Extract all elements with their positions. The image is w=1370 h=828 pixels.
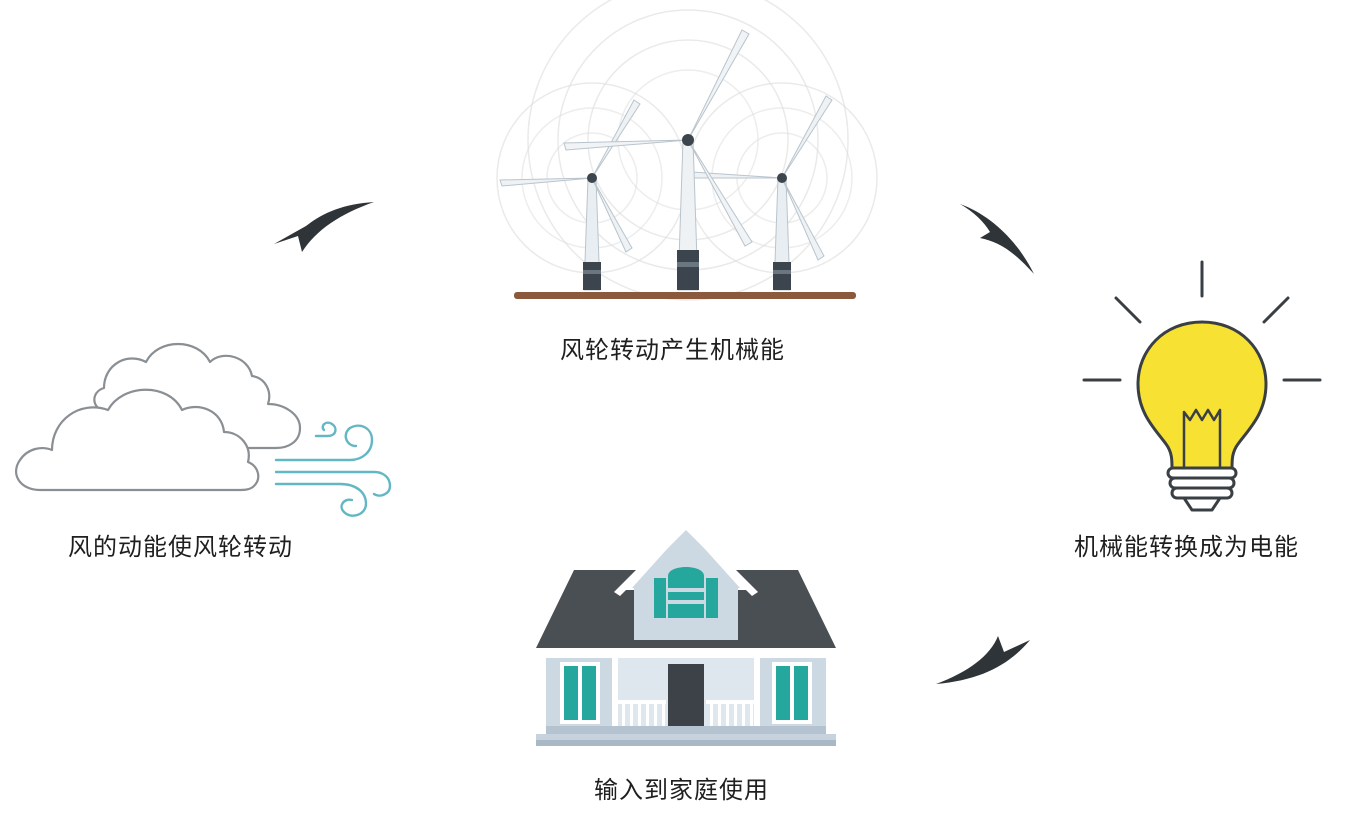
step-label-electricity: 机械能转换成为电能	[1074, 533, 1299, 561]
cycle-arrows	[274, 202, 1034, 684]
wind-turbines-icon	[496, 0, 878, 301]
house-icon	[536, 520, 836, 746]
arrow-turbine-to-bulb	[960, 204, 1034, 274]
light-bulb-icon	[1082, 260, 1322, 512]
step-label-home: 输入到家庭使用	[594, 776, 769, 804]
arrow-wind-to-turbine	[274, 202, 374, 252]
arrow-bulb-to-house	[936, 636, 1030, 684]
step-label-turbine: 风轮转动产生机械能	[560, 336, 785, 364]
step-label-wind: 风的动能使风轮转动	[68, 533, 293, 561]
cloud-wind-icon	[15, 342, 392, 517]
